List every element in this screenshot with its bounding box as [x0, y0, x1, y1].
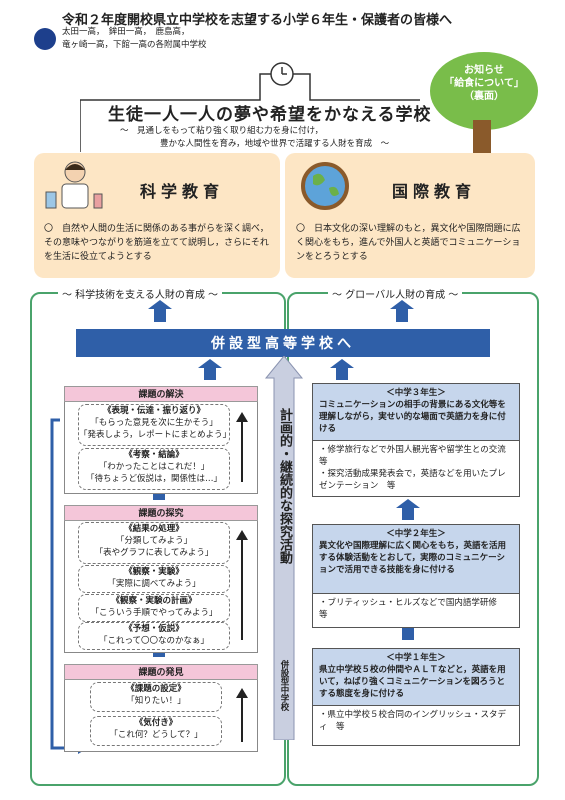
inquiry-box-4-line-1: 「これって〇〇なのかなぁ」 [98, 636, 210, 646]
grade3-body: コミュニケーションの相手の背景にある文化等を理解しながら，実せい的な場面で英語力… [319, 400, 506, 434]
intl-title: 国際教育 [392, 182, 477, 201]
grade3-item-2: ・探究活動成果発表会で，英語などを用いたプレゼンテーション 等 [319, 469, 506, 491]
scientist-icon [45, 161, 103, 209]
grade2-list: ・ブリティッシュ・ヒルズなどで国内語学研修 等 [312, 594, 520, 628]
school-logo-icon [34, 28, 56, 50]
grade2-body: 異文化や国際理解に広く関心をもち，英語を活用する体験活動をとおして，実際のコミュ… [319, 541, 507, 575]
grade1-label: ＜中学１年生＞ [386, 653, 446, 663]
solve-box-1-line-1: 「もらった意見を次に生かそう」 [90, 418, 218, 428]
solve-box-2-head: 《考察・結論》 [124, 450, 184, 460]
notice-line-1: お知らせ [464, 65, 504, 76]
inquiry-box-2-head: 《観察・実験》 [124, 567, 184, 577]
tree-trunk [473, 120, 491, 154]
high-school-banner: 併設型高等学校へ [76, 329, 490, 357]
discover-box-2-line-1: 「これ何？どうして？」 [109, 730, 203, 740]
solve-head: 課題の解決 [64, 386, 258, 402]
inquiry-box-2: 《観察・実験》 「実際に調べてみよう」 [78, 565, 230, 593]
discover-box-2: 《気付き》 「これ何？どうして？」 [90, 716, 222, 746]
solve-box-2-line-1: 「わかったことはこれだ！」 [98, 462, 210, 472]
inquiry-box-4: 《予想・仮説》 「これって〇〇なのかなぁ」 [78, 622, 230, 650]
clock-icon [270, 62, 294, 86]
grade3-list: ・修学旅行などで外国人観光客や留学生との交流 等 ・探究活動成果発表会で，英語な… [312, 441, 520, 497]
tree-crown [430, 52, 538, 130]
grade3-head-box: ＜中学３年生＞ コミュニケーションの相手の背景にある文化等を理解しながら，実せい… [312, 383, 520, 441]
solve-box-2: 《考察・結論》 「わかったことはこれだ！」 「待ちょうど仮説は，関係性は…」 [78, 448, 230, 490]
inquiry-box-1-head: 《結果の処理》 [124, 524, 184, 534]
inquiry-box-1: 《結果の処理》 「分類してみよう」 「表やグラフに表してみよう」 [78, 522, 230, 564]
page-title: 令和２年度開校県立中学校を志望する小学６年生・保護者の皆様へ [62, 13, 453, 28]
grade3-item-1: ・修学旅行などで外国人観光客や留学生との交流 等 [319, 445, 515, 467]
intl-desc: 〇 日本文化の深い理解のもと，異文化や国際問題に広く関心をもち，進んで外国人と英… [296, 224, 521, 262]
notice-line-2: 「給食について」 [444, 78, 524, 89]
discover-box-1: 《課題の設定》 「知りたい！」 [90, 682, 222, 712]
grade3-label: ＜中学３年生＞ [386, 388, 446, 398]
grade2-head-box: ＜中学２年生＞ 異文化や国際理解に広く関心をもち，英語を活用する体験活動をとおし… [312, 524, 520, 594]
solve-up-arrow [236, 412, 248, 482]
vertical-main-text: 計画的・継続的な探究活動 [277, 408, 292, 564]
inquiry-box-4-head: 《予想・仮説》 [124, 624, 184, 634]
grade1-head-box: ＜中学１年生＞ 県立中学校５校の仲間やＡＬＴなどと，英語を用いて，ねばり強くコミ… [312, 648, 520, 706]
solve-box-1: 《表現・伝達・振り返り》 「もらった意見を次に生かそう」 「発表しよう，レポート… [78, 404, 232, 446]
slogan-sub-1: ～ 見通しをもって粘り強く取り組む力を身に付け， [120, 126, 324, 136]
inquiry-box-2-line-1: 「実際に調べてみよう」 [107, 579, 201, 589]
vertical-sub-text: 併設型中学校 [279, 660, 289, 711]
discover-box-1-head: 《課題の設定》 [126, 684, 186, 694]
inquiry-box-1-line-1: 「分類してみよう」 [115, 536, 193, 546]
globe-icon [301, 162, 349, 210]
slogan-sub-2: 豊かな人間性を育み，地域や世界で活躍する人財を育成 ～ [160, 139, 390, 149]
solve-box-2-line-2: 「待ちょうど仮説は，関係性は…」 [85, 474, 222, 484]
inquiry-head: 課題の探究 [64, 505, 258, 521]
solve-box-1-line-2: 「発表しよう，レポートにまとめよう」 [79, 430, 232, 440]
discover-box-1-line-1: 「知りたい！」 [126, 696, 186, 706]
grade1-body: 県立中学校５校の仲間やＡＬＴなどと，英語を用いて，ねばり強くコミュニケーションを… [319, 665, 506, 699]
inquiry-box-1-line-2: 「表やグラフに表してみよう」 [94, 548, 214, 558]
right-section-label: ～ グローバル人財の育成 ～ [328, 286, 463, 301]
grade1-list: ・県立中学校５校合同のイングリッシュ・スタディ 等 [312, 706, 520, 746]
slogan: 生徒一人一人の夢や希望をかなえる学校 [108, 105, 432, 125]
schools-line-2: 竜ヶ崎一高，下館一高の各附属中学校 [62, 40, 207, 50]
schools-line-1: 太田一高， 鉾田一高， 鹿島高， [62, 27, 190, 37]
grade2-label: ＜中学２年生＞ [386, 529, 446, 539]
central-arrow [264, 356, 304, 740]
science-title: 科学教育 [140, 182, 225, 201]
notice-line-3: （裏面） [464, 91, 504, 102]
science-desc: 〇 自然や人間の生活に関係のある事がらを深く調べ，その意味やつながりを筋道を立て… [44, 224, 269, 262]
inquiry-box-3-head: 《観察・実験の計画》 [111, 596, 197, 606]
inquiry-up-arrow [236, 530, 248, 640]
inquiry-box-3-line-1: 「こういう手順でやってみよう」 [90, 608, 218, 618]
grade2-item-1: ・ブリティッシュ・ヒルズなどで国内語学研修 等 [319, 598, 506, 620]
inquiry-box-3: 《観察・実験の計画》 「こういう手順でやってみよう」 [78, 594, 230, 622]
discover-box-2-head: 《気付き》 [134, 718, 178, 728]
left-section-label: ～ 科学技術を支える人財の育成 ～ [58, 286, 223, 301]
discover-up-arrow [236, 688, 248, 742]
lunch-notice[interactable]: お知らせ 「給食について」 （裏面） [432, 64, 536, 103]
discover-head: 課題の発見 [64, 664, 258, 680]
grade1-item-1: ・県立中学校５校合同のイングリッシュ・スタディ 等 [319, 710, 507, 732]
solve-box-1-head: 《表現・伝達・振り返り》 [102, 406, 205, 416]
